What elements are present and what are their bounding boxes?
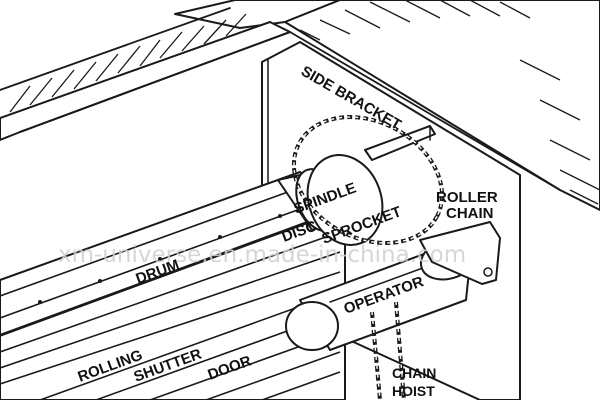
spindle-disc xyxy=(277,154,384,246)
chain-hoist-label-line2: HOIST xyxy=(392,383,435,399)
roller-chain xyxy=(291,115,445,245)
chain-hoist xyxy=(370,301,406,400)
chain-hoist-label-line1: CHAIN xyxy=(392,365,436,381)
watermark: xm-universe.en.made-in-china.com xyxy=(58,242,466,268)
operator-motor xyxy=(285,221,501,351)
ceiling-structure xyxy=(0,0,600,211)
roller-chain-label-line2: CHAIN xyxy=(446,205,494,222)
roller-chain-label-line1: ROLLER xyxy=(436,189,498,206)
